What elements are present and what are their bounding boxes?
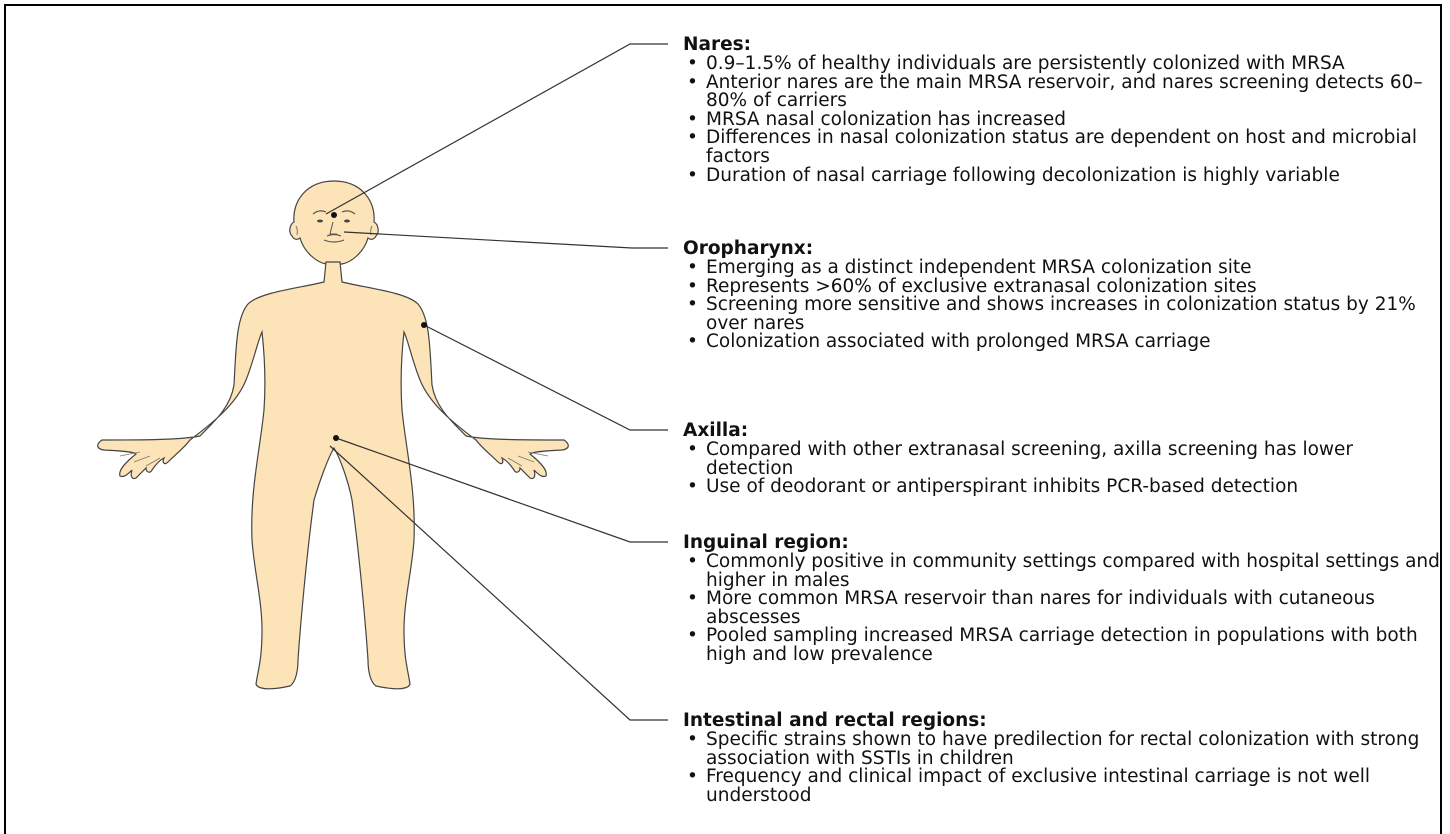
list-item: Duration of nasal carriage following dec… bbox=[683, 167, 1443, 186]
section-intestinal-rectal: Intestinal and rectal regions: Specific … bbox=[683, 711, 1443, 805]
section-nares: Nares: 0.9–1.5% of healthy individuals a… bbox=[683, 35, 1443, 185]
hand-detail bbox=[120, 452, 548, 466]
callout-line-axilla bbox=[424, 325, 668, 430]
human-body-figure bbox=[98, 181, 569, 689]
section-inguinal: Inguinal region: Commonly positive in co… bbox=[683, 533, 1443, 665]
list-item: Use of deodorant or antiperspirant inhib… bbox=[683, 478, 1443, 497]
list-item: Colonization associated with prolonged M… bbox=[683, 333, 1443, 352]
body-torso-limbs bbox=[98, 262, 569, 689]
section-title: Axilla: bbox=[683, 421, 1443, 441]
section-title: Inguinal region: bbox=[683, 533, 1443, 553]
list-item: Emerging as a distinct independent MRSA … bbox=[683, 259, 1443, 278]
eye-icon bbox=[344, 220, 350, 223]
list-item: Commonly positive in community settings … bbox=[683, 553, 1443, 590]
section-axilla: Axilla: Compared with other extranasal s… bbox=[683, 421, 1443, 497]
section-title: Oropharynx: bbox=[683, 239, 1443, 259]
section-title: Intestinal and rectal regions: bbox=[683, 711, 1443, 731]
list-item: Screening more sensitive and shows incre… bbox=[683, 296, 1443, 333]
marker-dot-nares bbox=[331, 212, 337, 218]
list-item: Anterior nares are the main MRSA reservo… bbox=[683, 74, 1443, 111]
marker-dot-axilla bbox=[421, 322, 427, 328]
body-head bbox=[290, 181, 378, 264]
eye-icon bbox=[317, 220, 323, 223]
list-item: Specific strains shown to have predilect… bbox=[683, 731, 1443, 768]
list-item: 0.9–1.5% of healthy individuals are pers… bbox=[683, 55, 1443, 74]
list-item: Compared with other extranasal screening… bbox=[683, 441, 1443, 478]
marker-dot-inguinal bbox=[333, 435, 339, 441]
list-item: Differences in nasal colonization status… bbox=[683, 129, 1443, 166]
list-item: More common MRSA reservoir than nares fo… bbox=[683, 590, 1443, 627]
list-item: Frequency and clinical impact of exclusi… bbox=[683, 768, 1443, 805]
list-item: Pooled sampling increased MRSA carriage … bbox=[683, 627, 1443, 664]
callout-line-nares bbox=[326, 44, 668, 214]
section-oropharynx: Oropharynx: Emerging as a distinct indep… bbox=[683, 239, 1443, 352]
section-title: Nares: bbox=[683, 35, 1443, 55]
callout-line-oropharynx bbox=[344, 232, 668, 248]
